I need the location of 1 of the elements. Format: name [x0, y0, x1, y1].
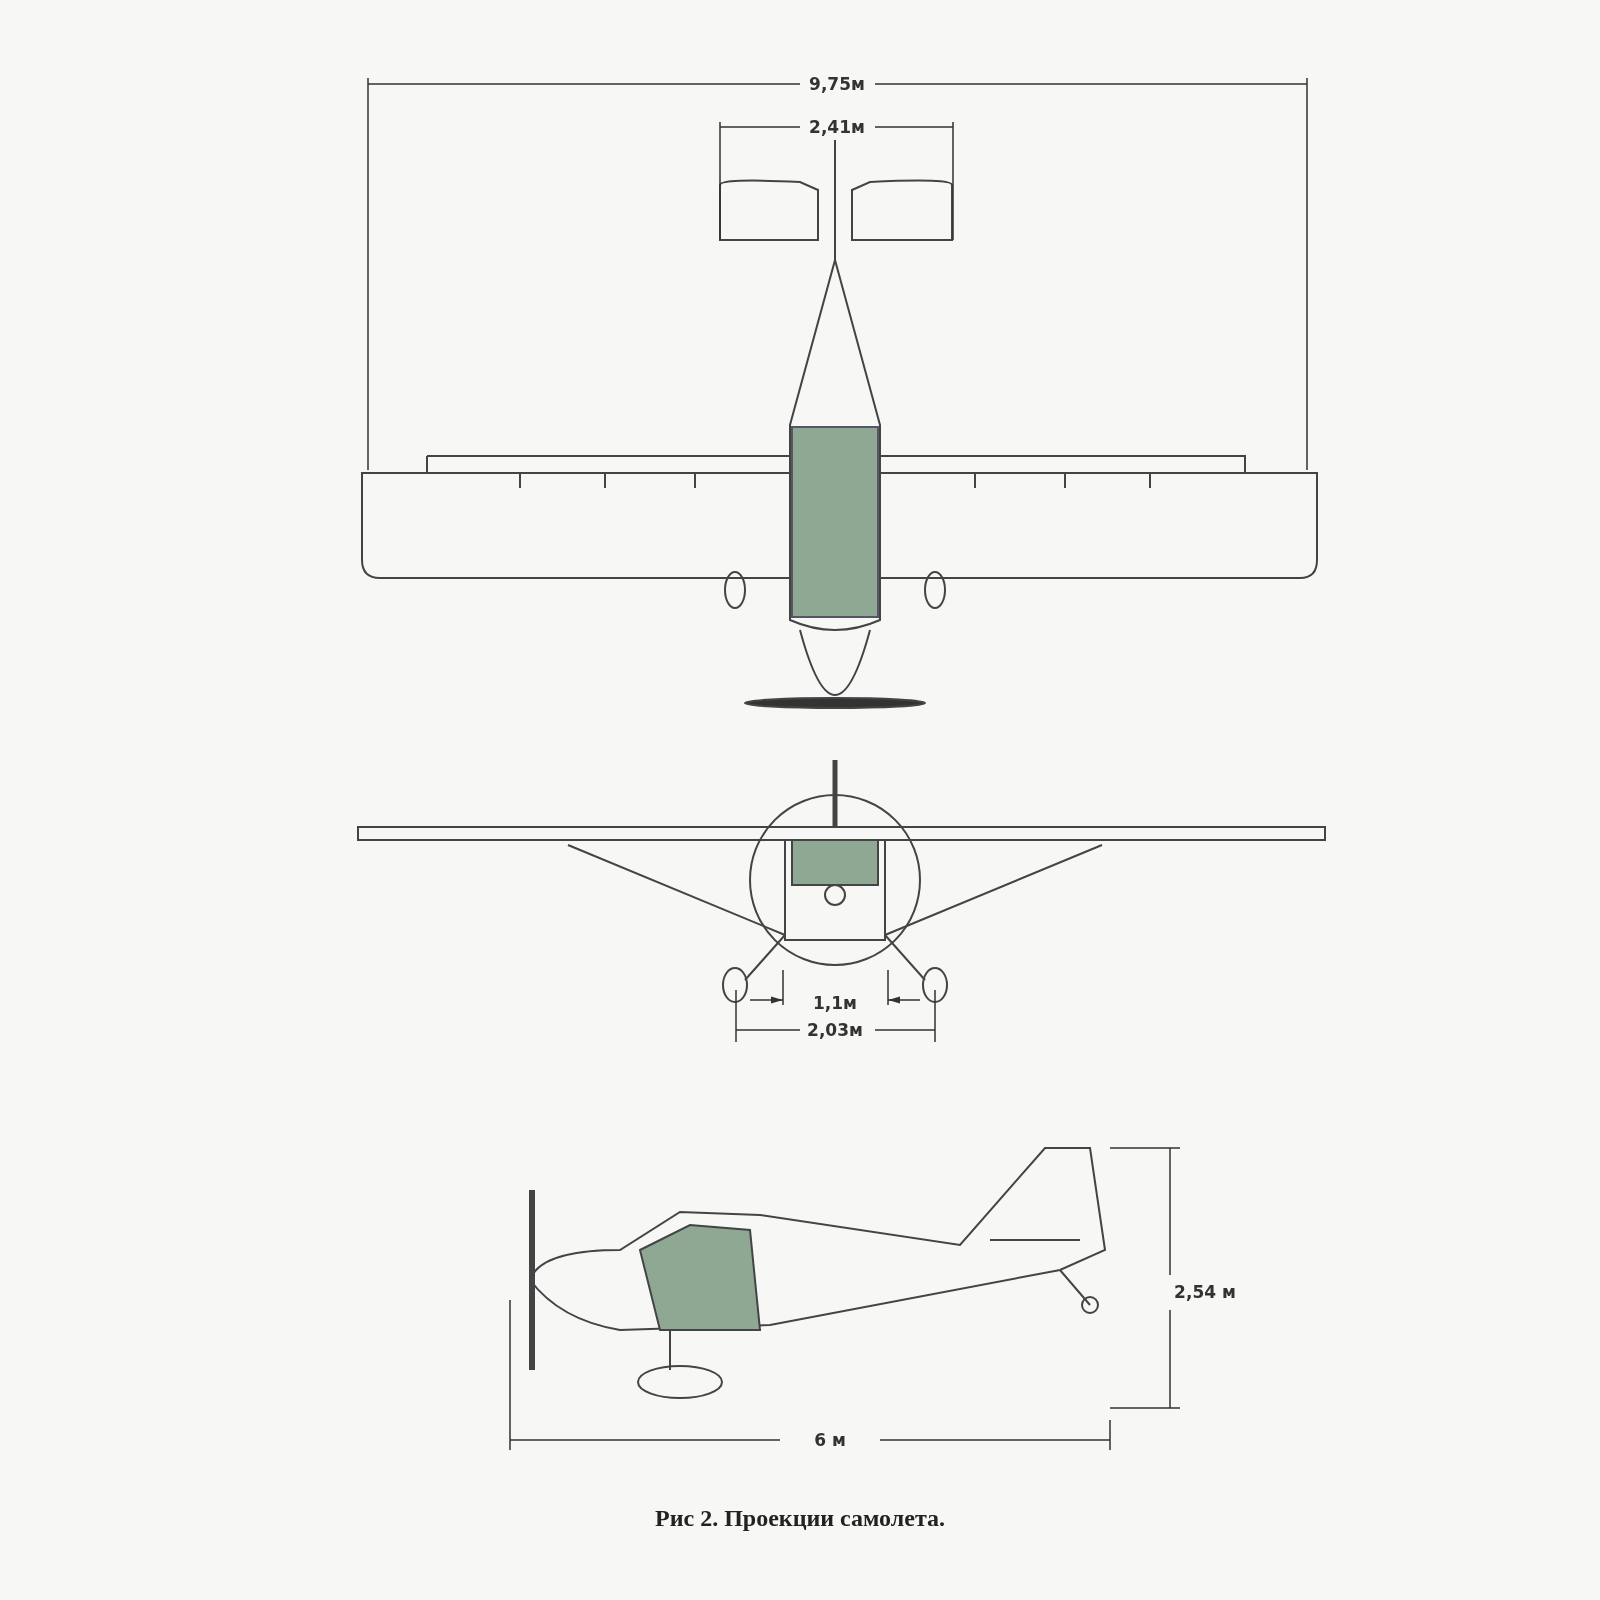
figure-caption: Рис 2. Проекции самолета.	[654, 1505, 946, 1532]
